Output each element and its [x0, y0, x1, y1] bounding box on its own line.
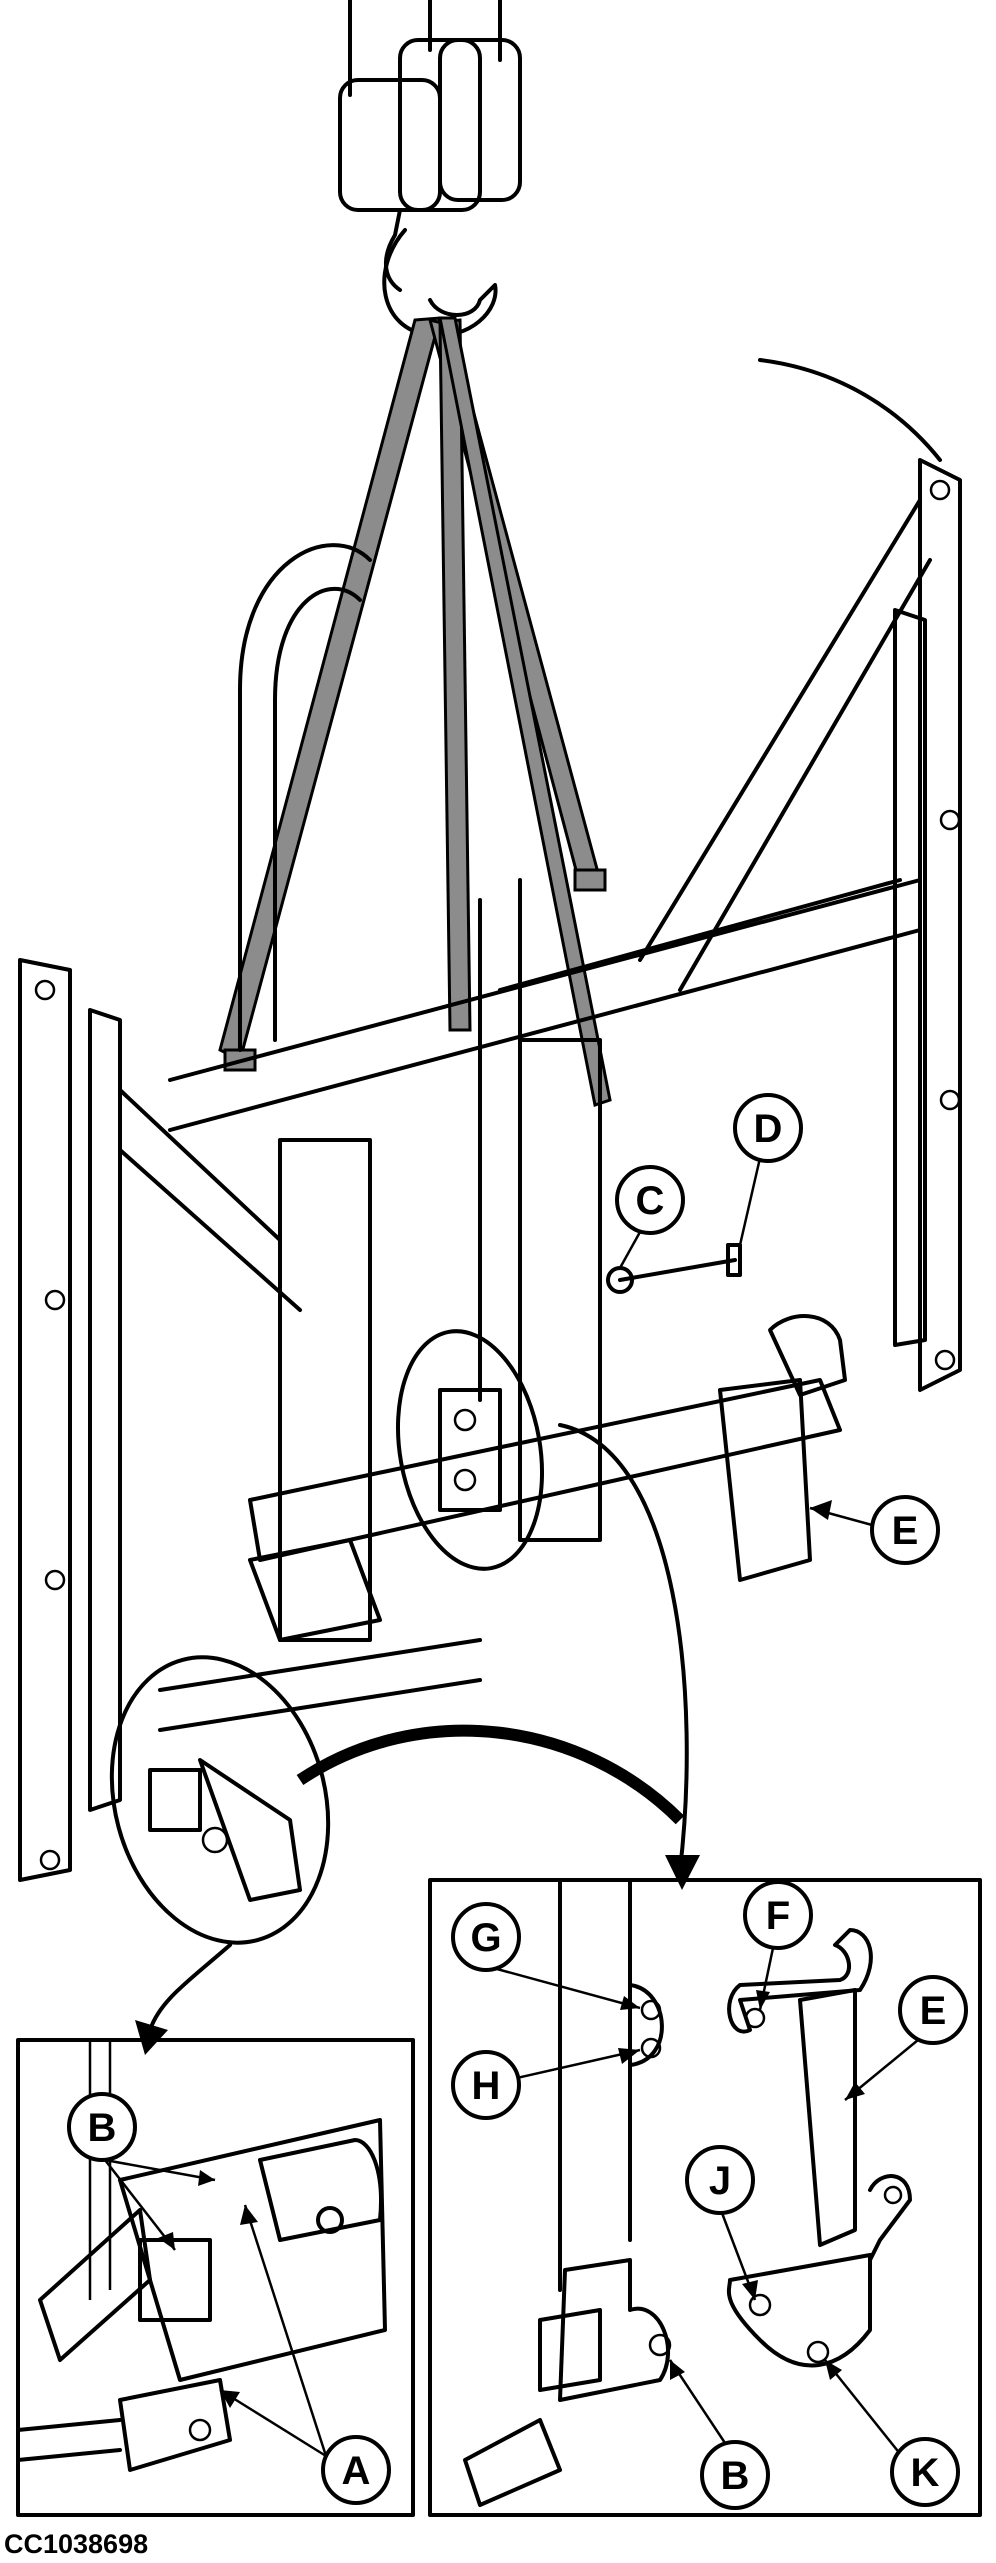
callout-A: A	[321, 2435, 391, 2505]
callout-E-inset: E	[898, 1975, 968, 2045]
svg-text:F: F	[766, 1894, 790, 1938]
svg-text:D: D	[754, 1107, 783, 1151]
callout-K: K	[890, 2437, 960, 2507]
svg-text:B: B	[721, 2454, 750, 2498]
hoist-block	[338, 0, 522, 292]
callout-J: J	[685, 2145, 755, 2215]
svg-text:E: E	[920, 1989, 947, 2033]
svg-text:J: J	[709, 2159, 731, 2203]
svg-text:C: C	[636, 1179, 665, 1223]
arrow-to-left-inset	[148, 1943, 232, 2032]
svg-text:A: A	[342, 2449, 371, 2493]
lifting-straps	[218, 316, 612, 1107]
callout-B-left: B	[67, 2092, 137, 2162]
svg-text:E: E	[892, 1509, 919, 1553]
detail-ellipse-pivot	[395, 1329, 545, 1571]
callout-C: C	[615, 1165, 685, 1235]
svg-text:K: K	[911, 2451, 940, 2495]
callout-E-main: E	[870, 1495, 940, 1565]
callout-H: H	[451, 2050, 521, 2120]
callout-D: D	[733, 1093, 803, 1163]
leader-lines	[104, 1157, 919, 2461]
pivot-detail	[438, 1388, 502, 1512]
switch-detail	[148, 1758, 302, 1902]
callout-F: F	[743, 1880, 813, 1950]
detail-ellipse-switch	[109, 1655, 331, 1945]
svg-text:G: G	[470, 1916, 501, 1960]
lifting-hook	[382, 228, 498, 338]
figure-id: CC1038698	[4, 2529, 148, 2559]
sprayer-frame	[18, 358, 962, 1882]
inset-panel-left	[16, 2038, 415, 2517]
arrow-to-right-inset	[558, 1423, 689, 1872]
callout-G: G	[451, 1902, 521, 1972]
callout-B-inset: B	[700, 2440, 770, 2510]
svg-text:H: H	[472, 2064, 501, 2108]
inset-panel-right	[428, 1878, 982, 2517]
svg-text:B: B	[88, 2106, 117, 2150]
